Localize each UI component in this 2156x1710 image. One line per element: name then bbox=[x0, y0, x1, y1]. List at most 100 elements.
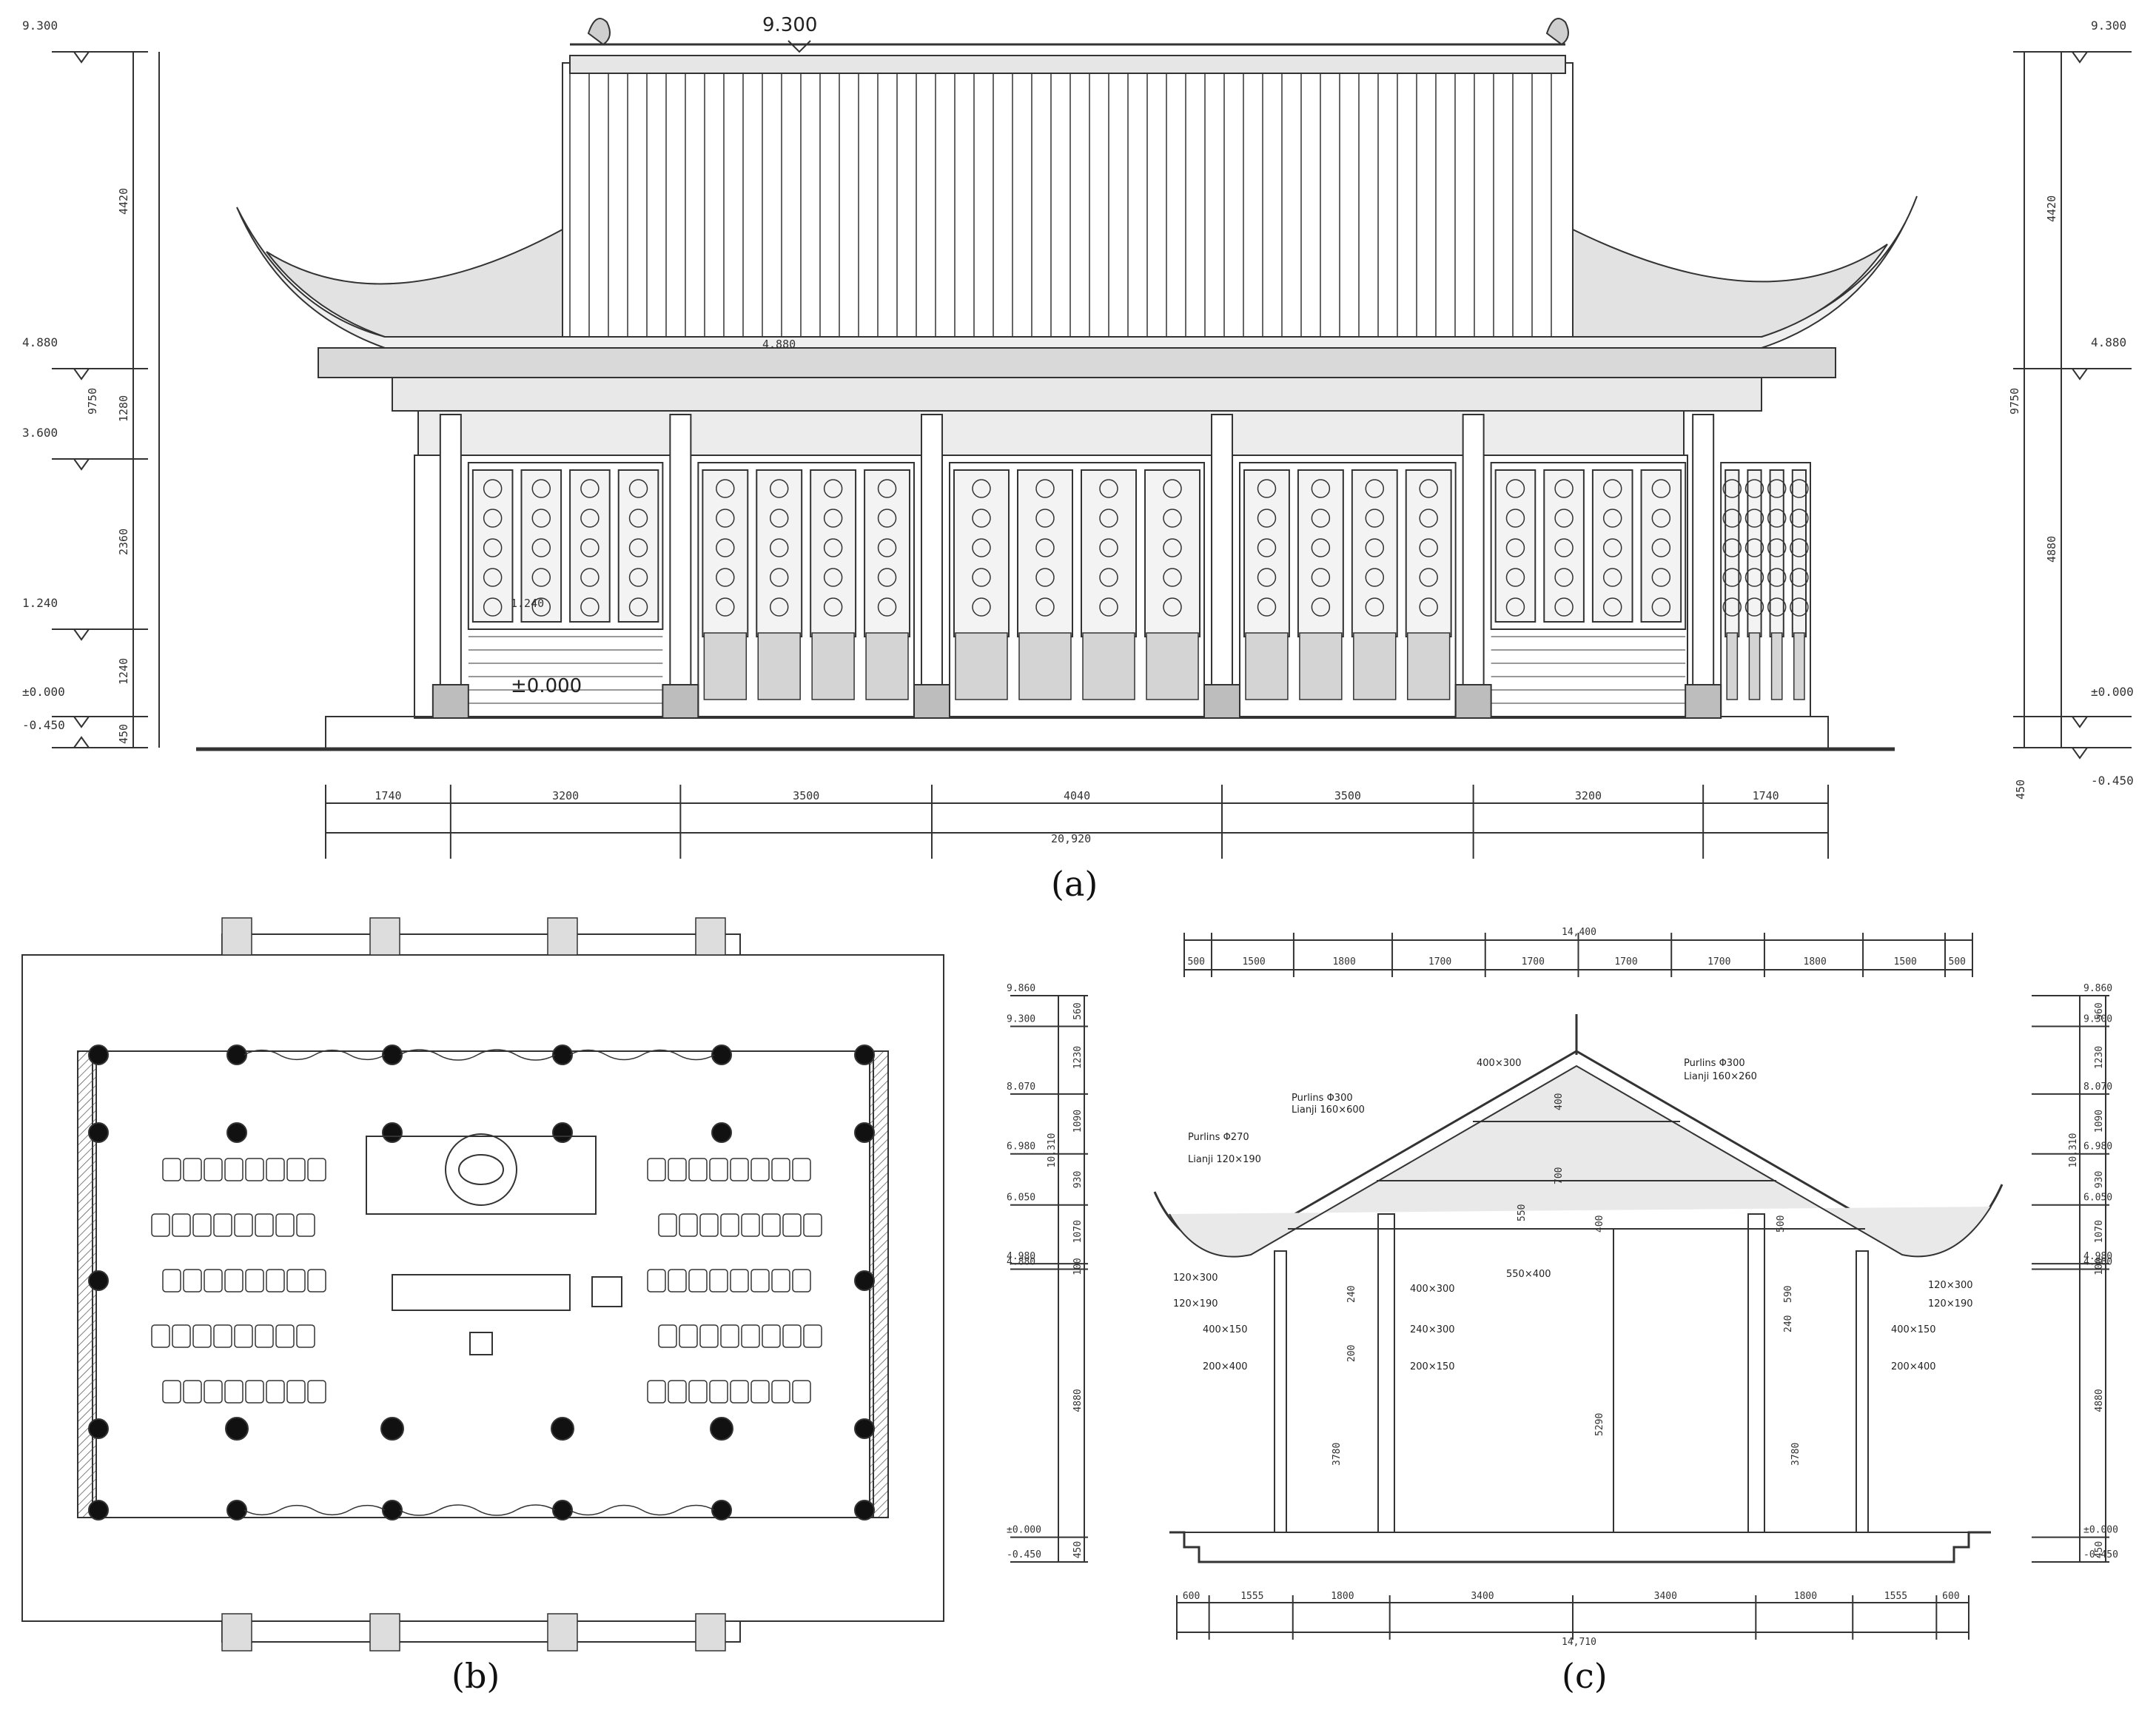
lattice-panel bbox=[702, 469, 749, 637]
section-seg-right: 1230 bbox=[2094, 1046, 2105, 1069]
lattice-panel bbox=[1494, 469, 1537, 623]
section-level-left: 9.860 bbox=[1007, 983, 1035, 994]
plan-column bbox=[382, 1122, 403, 1143]
section-seg-left: 560 bbox=[1072, 1002, 1084, 1019]
bay-width-label: 4040 bbox=[1064, 789, 1090, 802]
door-carved-panel bbox=[1082, 632, 1135, 700]
bay-width-label: 3500 bbox=[793, 789, 819, 802]
section-col-inner-left bbox=[1377, 1213, 1395, 1533]
right-level-9300: 9.300 bbox=[2091, 19, 2126, 33]
seat bbox=[162, 1380, 181, 1404]
plan-front-steps bbox=[221, 933, 741, 956]
seat bbox=[266, 1269, 285, 1292]
section-top-dim: 1800 bbox=[1804, 956, 1827, 968]
plan-column bbox=[854, 1122, 875, 1143]
plan-altar-ring bbox=[445, 1133, 517, 1206]
seat bbox=[213, 1213, 232, 1237]
lattice-panel bbox=[1791, 469, 1807, 637]
lattice-panel bbox=[810, 469, 857, 637]
note-left-2: 120×190 bbox=[1173, 1298, 1218, 1310]
plan-back-steps bbox=[221, 1620, 741, 1643]
door-swing bbox=[314, 1509, 350, 1516]
seat bbox=[192, 1324, 212, 1348]
lattice-panel bbox=[864, 469, 910, 637]
left-seg-4420: 4420 bbox=[117, 188, 130, 215]
seat bbox=[720, 1324, 739, 1348]
section-top-dim: 1700 bbox=[1614, 956, 1637, 968]
door-carved-panel bbox=[1299, 632, 1343, 700]
plan-column bbox=[711, 1122, 732, 1143]
plan-column bbox=[88, 1500, 109, 1520]
plan-stair-block bbox=[221, 917, 252, 956]
seat bbox=[245, 1380, 264, 1404]
plan-column bbox=[226, 1500, 247, 1520]
door-swing bbox=[642, 1509, 679, 1516]
section-seg-right: 1070 bbox=[2094, 1220, 2105, 1243]
lattice-panel bbox=[1405, 469, 1452, 637]
note-lianji-left: Lianji 120×190 bbox=[1188, 1154, 1261, 1165]
seat bbox=[741, 1324, 760, 1348]
lattice-door bbox=[948, 462, 1206, 717]
seat bbox=[204, 1380, 223, 1404]
plan-column bbox=[226, 1045, 247, 1065]
seat bbox=[771, 1158, 790, 1181]
bay-width-label: 1740 bbox=[375, 789, 401, 802]
seat bbox=[699, 1324, 719, 1348]
seat bbox=[224, 1158, 244, 1181]
seat bbox=[183, 1158, 202, 1181]
left-seg-1240: 1240 bbox=[117, 658, 130, 685]
seat bbox=[792, 1269, 811, 1292]
seat bbox=[658, 1324, 677, 1348]
floor-level-label: ±0.000 bbox=[511, 675, 582, 697]
door-swing bbox=[477, 1509, 517, 1516]
section-inner-dim: 700 bbox=[1554, 1167, 1565, 1184]
seat bbox=[688, 1158, 708, 1181]
lattice-panel bbox=[1747, 469, 1762, 637]
lattice-panel bbox=[1769, 469, 1784, 637]
facade-column bbox=[669, 414, 692, 693]
note-right-4: 200×400 bbox=[1891, 1361, 1936, 1372]
door-carved-panel bbox=[1770, 632, 1783, 700]
plan-column bbox=[551, 1417, 574, 1441]
seat bbox=[750, 1158, 770, 1181]
section-col-outer-right bbox=[1856, 1250, 1869, 1533]
window-sill-label: 1.240 bbox=[511, 597, 544, 610]
section-bottom-dim: 1555 bbox=[1240, 1591, 1263, 1602]
plan-stair-block bbox=[695, 917, 726, 956]
seat bbox=[307, 1269, 326, 1292]
right-elevation-dimensions bbox=[2013, 51, 2132, 760]
seat bbox=[709, 1380, 728, 1404]
section-inner-dim: 400 bbox=[1594, 1216, 1605, 1233]
caption-b: (b) bbox=[451, 1656, 500, 1696]
door-carved-panel bbox=[811, 632, 855, 700]
seat bbox=[204, 1158, 223, 1181]
right-total-9750: 9750 bbox=[2008, 388, 2021, 415]
door-carved-panel bbox=[1793, 632, 1805, 700]
door-carved-panel bbox=[703, 632, 748, 700]
seat bbox=[750, 1380, 770, 1404]
lattice-window bbox=[467, 462, 664, 630]
section-seg-left: 1230 bbox=[1072, 1046, 1084, 1069]
front-elevation: 9.300 4.880 3.600 1.240 ±0.000 -0.450 44… bbox=[22, 14, 2134, 859]
seat bbox=[204, 1269, 223, 1292]
section-level-right: 4.980 bbox=[2083, 1251, 2112, 1262]
seat bbox=[730, 1269, 749, 1292]
stylobate-platform bbox=[325, 716, 1829, 750]
seat bbox=[750, 1269, 770, 1292]
seat bbox=[192, 1213, 212, 1237]
section-top-dim: 500 bbox=[1949, 956, 1966, 968]
lattice-panel bbox=[471, 469, 514, 623]
section-seg-left: 1070 bbox=[1072, 1220, 1084, 1243]
seat bbox=[792, 1158, 811, 1181]
seat bbox=[266, 1158, 285, 1181]
section-seg-left: 100 bbox=[1072, 1258, 1084, 1275]
plan-column bbox=[854, 1500, 875, 1520]
facade-bays bbox=[467, 462, 1811, 717]
section-seg-right: 100 bbox=[2094, 1258, 2105, 1275]
note-lianji-left-top: Lianji 160×600 bbox=[1292, 1104, 1365, 1116]
section-level-right: ±0.000 bbox=[2083, 1525, 2118, 1536]
seat bbox=[213, 1324, 232, 1348]
door-carved-panel bbox=[1406, 632, 1451, 700]
lattice-panel bbox=[1016, 469, 1073, 637]
